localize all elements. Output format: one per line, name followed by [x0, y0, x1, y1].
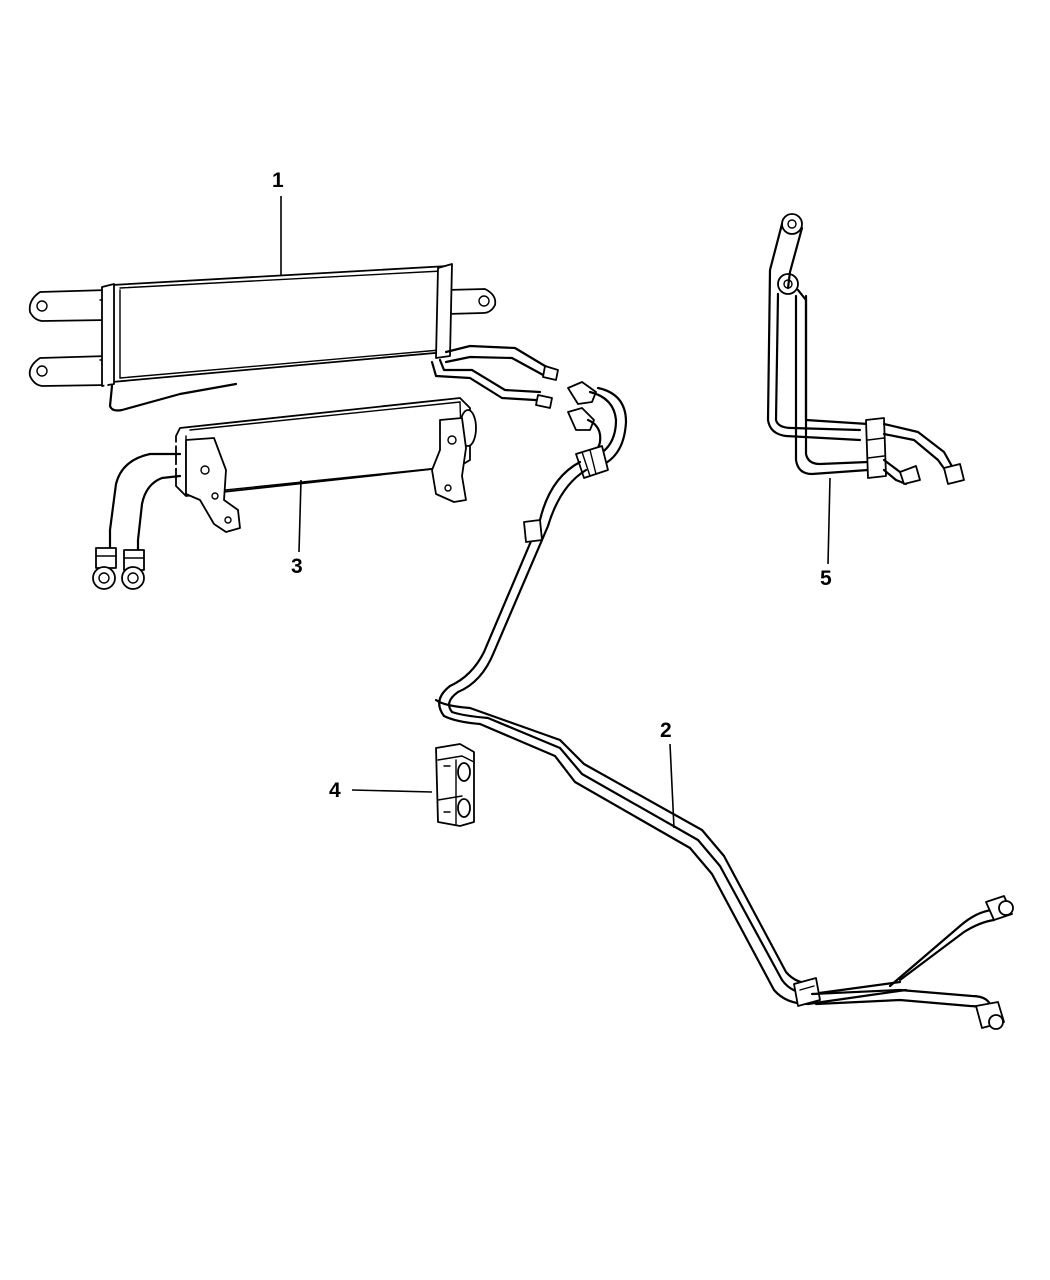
leader-lines: [280, 196, 831, 829]
part-1-upper-cooler: [28, 263, 559, 418]
leader-5: [827, 477, 831, 565]
part-5-tube-assembly: [766, 213, 965, 486]
part-2-tube-assembly: [434, 381, 1014, 1030]
part-3-lower-cooler: [92, 397, 477, 590]
callout-5: 5: [820, 567, 832, 590]
callout-1: 1: [272, 169, 284, 192]
leader-3: [298, 479, 302, 553]
callout-4: 4: [329, 779, 341, 802]
leader-4: [351, 789, 433, 793]
part-4-clip: [435, 743, 475, 827]
leader-2: [669, 743, 675, 829]
callout-2: 2: [660, 719, 672, 742]
callout-3: 3: [291, 555, 303, 578]
